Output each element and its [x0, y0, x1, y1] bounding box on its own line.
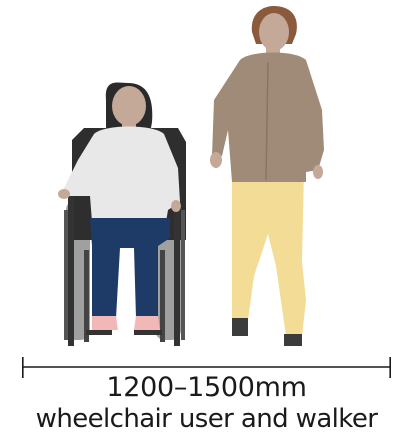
walker-left-shoe [232, 318, 248, 336]
left-hand [58, 189, 70, 199]
right-hand [171, 200, 181, 212]
caption-text: wheelchair user and walker [0, 403, 413, 435]
walker-figure [210, 6, 324, 346]
walker-left-hand [210, 152, 222, 168]
right-shoe [134, 316, 160, 330]
walker-head [259, 13, 289, 51]
wheelchair-user-figure [58, 83, 186, 346]
dimension-label: 1200–1500mm [0, 372, 413, 404]
jeans [90, 218, 170, 318]
walker-right-shoe [284, 334, 302, 346]
walker-right-hand [313, 165, 323, 179]
left-shoe [92, 316, 118, 330]
head [112, 86, 146, 126]
trousers [232, 170, 306, 336]
